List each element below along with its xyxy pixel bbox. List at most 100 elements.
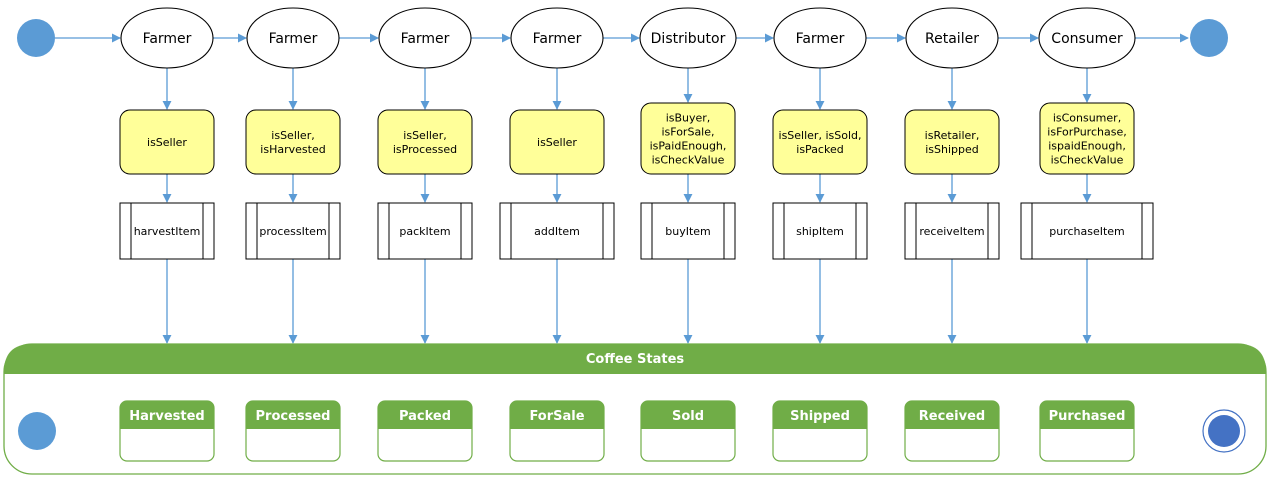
condition-box: isSeller [509,109,605,175]
state-label: Processed [256,409,331,424]
condition-box: isSeller,isHarvested [245,109,341,175]
state-node-shipped: Shipped [772,400,868,462]
states-start-node [18,412,56,450]
role-ellipse [510,7,604,69]
role-label: Farmer [269,31,318,47]
role-ellipse [639,7,737,69]
function-box: shipItem [772,202,868,260]
function-shape [119,202,215,260]
condition-shape [772,109,868,175]
state-node-processed: Processed [245,400,341,462]
condition-text: isProcessed [393,143,457,156]
role-ellipse [246,7,340,69]
condition-text: isSeller [147,136,187,149]
role-node-retailer: Retailer [905,7,999,69]
condition-text: isForSale, [661,126,714,139]
role-label: Distributor [651,31,726,47]
condition-shape [245,109,341,175]
condition-text: isSeller, isSold, [779,129,862,142]
role-ellipse [378,7,472,69]
state-label: Purchased [1049,409,1126,424]
condition-shape [640,102,736,175]
state-header [246,401,340,429]
state-header [641,401,735,429]
condition-text: isHarvested [260,143,325,156]
state-node-packed: Packed [377,400,473,462]
state-node-sold: Sold [640,400,736,462]
condition-text: ispaidEnough, [1048,140,1126,153]
state-node-received: Received [904,400,1000,462]
role-label: Farmer [401,31,450,47]
role-node-farmer: Farmer [246,7,340,69]
role-node-consumer: Consumer [1038,7,1136,69]
function-box: harvestItem [119,202,215,260]
state-label: ForSale [529,409,584,424]
function-label: harvestItem [134,225,201,238]
state-header [378,401,472,429]
end-node-core [1208,415,1240,447]
states-end-node [1202,409,1246,453]
condition-text: isCheckValue [652,154,725,167]
state-label: Sold [672,409,704,424]
function-box: packItem [377,202,473,260]
state-label: Packed [399,409,451,424]
condition-shape [904,109,1000,175]
role-node-farmer: Farmer [378,7,472,69]
function-label: purchaseItem [1049,225,1125,238]
function-label: processItem [259,225,326,238]
process-end-node [1190,19,1228,57]
condition-box: isRetailer,isShipped [904,109,1000,175]
condition-box: isSeller,isProcessed [377,109,473,175]
state-node-forsale: ForSale [509,400,605,462]
function-box: buyItem [640,202,736,260]
role-node-farmer: Farmer [120,7,214,69]
function-label: shipItem [796,225,844,238]
condition-box: isSeller [119,109,215,175]
function-shape [377,202,473,260]
function-box: receiveItem [904,202,1000,260]
function-label: packItem [399,225,450,238]
function-shape [245,202,341,260]
state-header [905,401,999,429]
condition-text: isSeller, [271,129,314,142]
condition-text: isForPurchase, [1047,126,1126,139]
function-shape [499,202,615,260]
condition-text: isBuyer, [666,112,711,125]
process-start-node [17,19,55,57]
function-box: addItem [499,202,615,260]
function-label: receiveItem [919,225,984,238]
role-node-farmer: Farmer [510,7,604,69]
state-header [1040,401,1134,429]
function-shape [904,202,1000,260]
role-label: Consumer [1051,31,1123,47]
function-shape [640,202,736,260]
state-header [120,401,214,429]
state-label: Received [919,409,985,424]
state-label: Harvested [129,409,204,424]
function-shape [772,202,868,260]
state-header [773,401,867,429]
function-box: processItem [245,202,341,260]
condition-shape [509,109,605,175]
function-label: addItem [534,225,580,238]
function-label: buyItem [665,225,711,238]
role-ellipse [773,7,867,69]
role-ellipse [905,7,999,69]
states-container-title: Coffee States [586,352,685,367]
condition-text: isRetailer, [925,129,980,142]
role-label: Farmer [796,31,845,47]
role-ellipse [120,7,214,69]
condition-text: isPaidEnough, [650,140,727,153]
condition-box: isConsumer,isForPurchase,ispaidEnough,is… [1039,102,1135,175]
condition-text: isSeller, [403,129,446,142]
function-shape [1020,202,1154,260]
condition-text: isShipped [925,143,979,156]
state-node-purchased: Purchased [1039,400,1135,462]
role-label: Farmer [533,31,582,47]
condition-shape [1039,102,1135,175]
role-node-farmer: Farmer [773,7,867,69]
function-box: purchaseItem [1020,202,1154,260]
state-header [510,401,604,429]
condition-text: isConsumer, [1053,112,1121,125]
states-container-header [4,344,1266,374]
